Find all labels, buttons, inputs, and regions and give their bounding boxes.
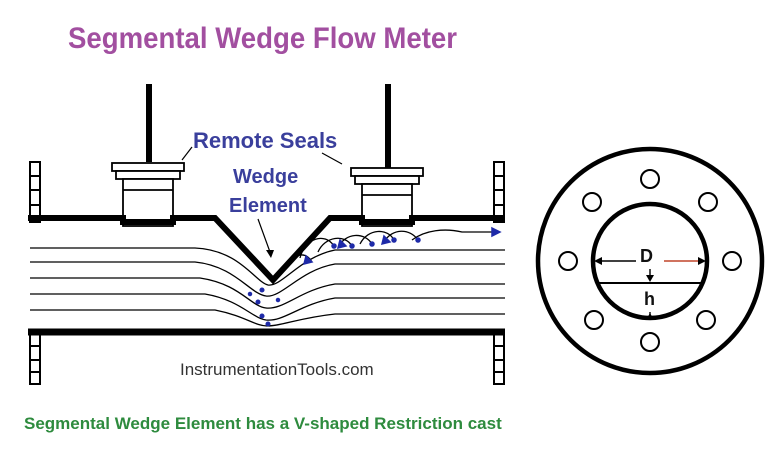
diagram-title: Segmental Wedge Flow Meter xyxy=(68,22,458,55)
impulse-tubes xyxy=(146,84,391,168)
left-lower-flange xyxy=(29,331,41,385)
wedge-label-line1: Wedge xyxy=(233,166,299,188)
turbulent-eddies xyxy=(287,229,492,267)
flow-direction-arrows xyxy=(247,226,502,327)
left-upper-flange xyxy=(29,161,41,223)
diameter-dimension xyxy=(594,257,706,265)
height-label: h xyxy=(644,289,655,309)
right-upper-flange xyxy=(493,161,505,223)
wedge-label-line2: Element xyxy=(229,195,307,217)
diameter-label: D xyxy=(640,246,653,266)
watermark-text: InstrumentationTools.com xyxy=(180,360,374,379)
bolt-holes xyxy=(558,169,742,352)
remote-seals-label: Remote Seals xyxy=(193,128,338,153)
label-leader-lines xyxy=(181,146,343,253)
flow-streamlines xyxy=(30,247,505,327)
flange-cross-section xyxy=(535,146,765,376)
diagram-caption: Segmental Wedge Element has a V-shaped R… xyxy=(24,414,502,433)
pipe-flanges xyxy=(29,161,505,385)
height-dimension xyxy=(646,269,654,320)
left-remote-seal xyxy=(111,162,185,227)
wedge-pointer-arrowhead xyxy=(266,250,274,258)
right-lower-flange xyxy=(493,331,505,385)
pipe-top-wall-with-wedge xyxy=(28,215,505,285)
